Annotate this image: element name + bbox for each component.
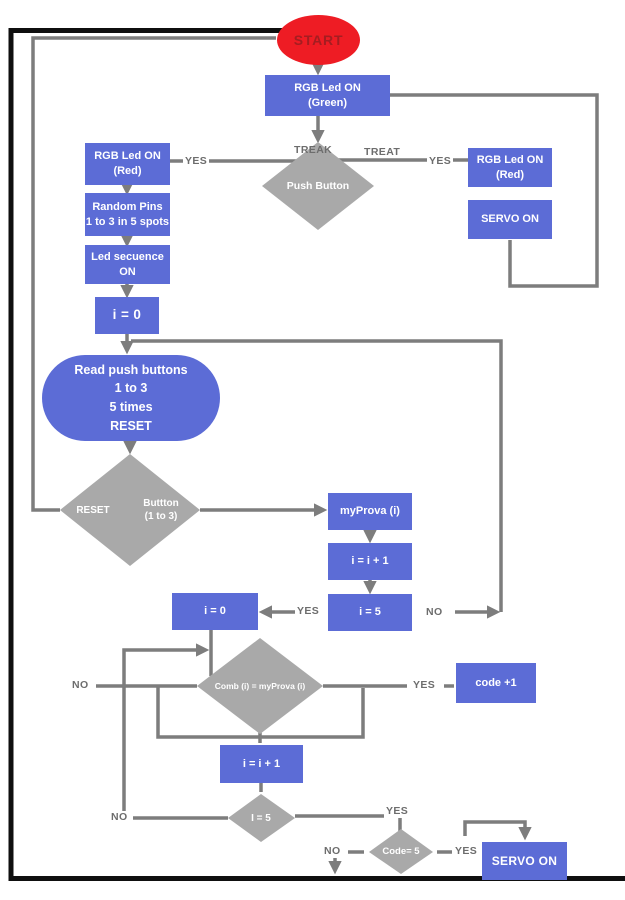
reset-button-decision bbox=[60, 454, 200, 566]
buttton-side-label: Buttton (1 to 3) bbox=[143, 498, 179, 522]
edge-label-no-i5-decision: NO bbox=[109, 811, 130, 824]
i-increment-first-node: i = i + 1 bbox=[328, 543, 412, 580]
i-equals-0-second-node: i = 0 bbox=[172, 593, 258, 630]
myprova-label: myProva (i) bbox=[340, 505, 400, 518]
servo-on-right-label: SERVO ON bbox=[481, 213, 539, 226]
edge-label-yes-i5-to-i0: YES bbox=[295, 605, 322, 618]
i-equals-5-box-node: i = 5 bbox=[328, 594, 412, 631]
code-plus-1-label: code +1 bbox=[475, 676, 517, 689]
i-equals-5-decision-label: I = 5 bbox=[251, 813, 271, 824]
edge-label-yes-code5: YES bbox=[453, 845, 480, 858]
connectors bbox=[31, 36, 599, 875]
i-equals-0-first-label: i = 0 bbox=[112, 307, 142, 323]
i-equals-0-first-node: i = 0 bbox=[95, 297, 159, 334]
code-equals-5-decision-label: Code= 5 bbox=[382, 846, 420, 857]
myprova-node: myProva (i) bbox=[328, 493, 412, 530]
led-sequence-label: Led secuence ON bbox=[91, 250, 164, 278]
random-pins-label: Random Pins 1 to 3 in 5 spots bbox=[85, 200, 170, 228]
i-increment-first-label: i = i + 1 bbox=[351, 555, 389, 568]
edge-label-treat: TREAT bbox=[364, 146, 401, 158]
servo-on-bottom-node: SERVO ON bbox=[482, 842, 567, 880]
push-button-label: Push Button bbox=[286, 180, 350, 192]
rgb-led-red-right-label: RGB Led ON (Red) bbox=[476, 153, 544, 181]
read-push-buttons-label: Read push buttons 1 to 3 5 times RESET bbox=[74, 362, 188, 433]
comb-equals-myprova-decision bbox=[197, 638, 323, 734]
led-sequence-node: Led secuence ON bbox=[85, 245, 170, 284]
rgb-led-green-node: RGB Led ON (Green) bbox=[265, 75, 390, 116]
read-push-buttons-node: Read push buttons 1 to 3 5 times RESET bbox=[42, 355, 220, 441]
rgb-led-red-right-node: RGB Led ON (Red) bbox=[468, 148, 552, 187]
rgb-led-green-label: RGB Led ON (Green) bbox=[294, 81, 361, 109]
edge-label-treak: TREAK bbox=[294, 144, 333, 156]
i-equals-5-box-label: i = 5 bbox=[359, 606, 381, 619]
edge-label-yes-i5-decision: YES bbox=[384, 805, 411, 818]
random-pins-node: Random Pins 1 to 3 in 5 spots bbox=[85, 193, 170, 236]
i-increment-second-node: i = i + 1 bbox=[220, 745, 303, 783]
edge-label-yes-push-left: YES bbox=[183, 155, 210, 168]
edge-label-yes-push-right: YES bbox=[427, 155, 454, 168]
i-equals-5-decision bbox=[228, 794, 295, 842]
comb-decision-label: Comb (i) = myProva (i) bbox=[214, 681, 306, 691]
start-label: START bbox=[293, 32, 344, 48]
edge-label-no-comb: NO bbox=[70, 679, 91, 692]
page-frame bbox=[8, 28, 625, 881]
servo-on-bottom-label: SERVO ON bbox=[491, 853, 558, 868]
i-increment-second-label: i = i + 1 bbox=[242, 757, 281, 770]
push-button-decision bbox=[262, 142, 374, 230]
reset-side-label: RESET bbox=[76, 505, 110, 516]
code-plus-1-node: code +1 bbox=[456, 663, 536, 703]
rgb-led-red-left-label: RGB Led ON (Red) bbox=[94, 150, 161, 177]
servo-on-right-node: SERVO ON bbox=[468, 200, 552, 239]
start-terminator: START bbox=[277, 15, 360, 65]
edge-label-no-code5: NO bbox=[322, 845, 343, 858]
i-equals-0-second-label: i = 0 bbox=[204, 605, 226, 618]
rgb-led-red-left-node: RGB Led ON (Red) bbox=[85, 143, 170, 185]
edge-label-no-i5-loop: NO bbox=[424, 606, 445, 619]
code-equals-5-decision bbox=[369, 829, 433, 874]
edge-label-yes-comb: YES bbox=[411, 679, 438, 692]
